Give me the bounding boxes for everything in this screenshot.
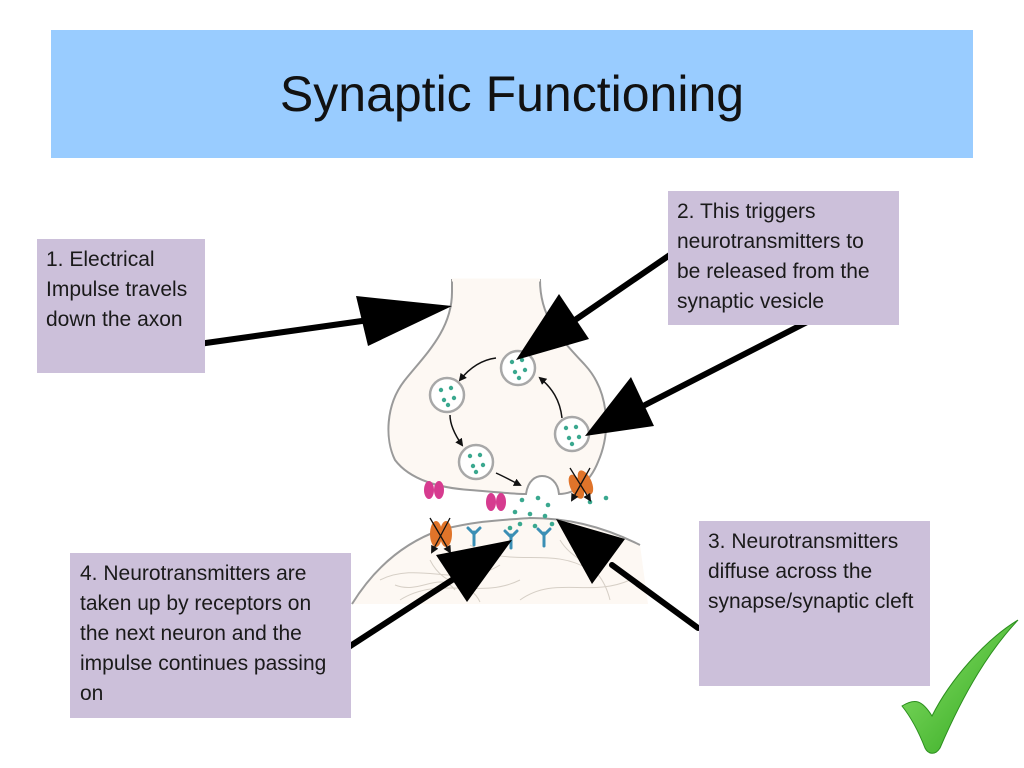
arrow-step-3 [556,519,701,631]
postsynaptic-neuron [351,516,648,605]
vesicle [428,376,466,414]
title-banner: Synaptic Functioning [51,30,973,158]
step-1-box: 1. Electrical Impulse travels down the a… [37,239,205,373]
page-title: Synaptic Functioning [279,66,745,122]
vesicle [553,415,591,453]
step-1-text: 1. Electrical Impulse travels down the a… [46,248,188,331]
ion-channels [429,467,594,554]
step-3-box: 3. Neurotransmitters diffuse across the … [699,521,930,686]
presynaptic-terminal [387,278,608,496]
step-2-box: 2. This triggers neurotransmitters to be… [668,191,899,325]
arrow-step-2b [585,315,818,436]
vesicle-cycle-arrows [449,357,563,486]
arrow-step-2 [516,245,683,360]
vesicle [499,349,537,387]
step-4-box: 4. Neurotransmitters are taken up by rec… [70,553,351,718]
synaptic-vesicles [428,349,591,481]
step-3-text: 3. Neurotransmitters diffuse across the … [708,530,914,613]
receptors [466,526,552,550]
step-4-text: 4. Neurotransmitters are taken up by rec… [80,562,327,705]
vesicle [457,443,495,481]
step-2-text: 2. This triggers neurotransmitters to be… [677,200,870,313]
released-neurotransmitters [507,495,609,531]
calcium-channels [424,481,506,511]
